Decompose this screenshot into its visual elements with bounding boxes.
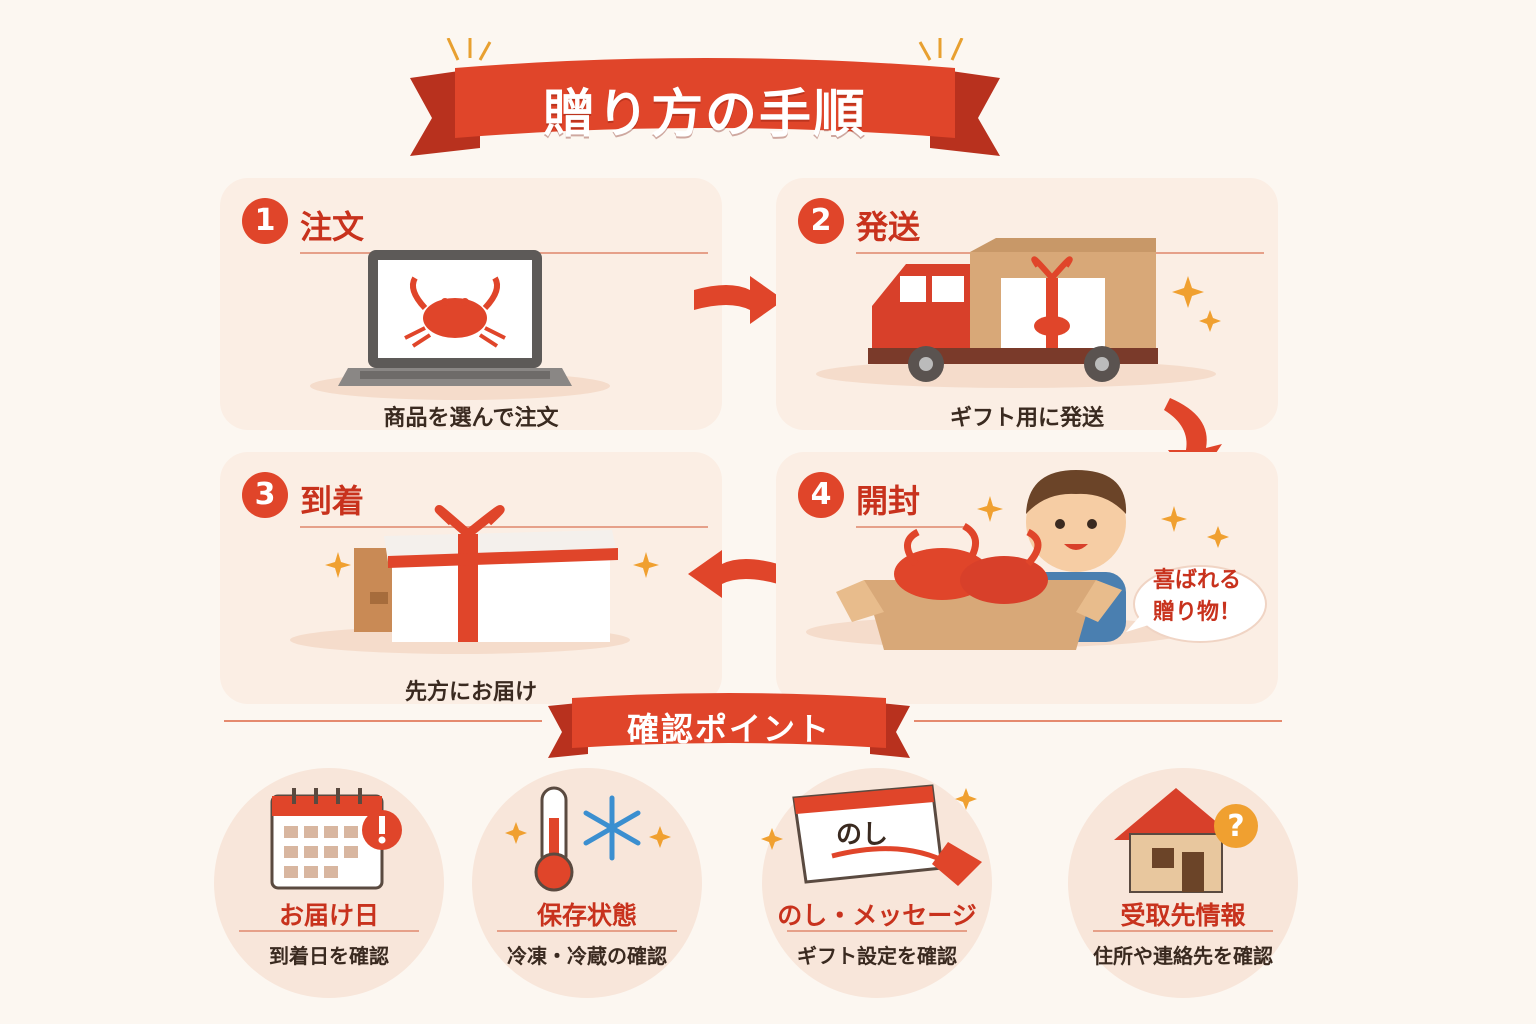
step-card-order: 1 注文 商品を選んで注文 (220, 178, 722, 431)
house-question-icon: ? (1114, 788, 1258, 893)
step-caption: 先方にお届け (404, 680, 537, 705)
step-caption: 商品を選んで注文 (383, 406, 559, 431)
step-header: 4 開封 (798, 472, 1258, 528)
checkpoint-desc: ギフト設定を確認 (797, 944, 957, 968)
checkpoint-bg (472, 768, 702, 998)
step-number: 3 (242, 472, 288, 518)
checkpoints-ribbon: 確認ポイント (548, 688, 910, 760)
checkpoint-divider (239, 930, 419, 932)
calendar-icon (270, 788, 402, 890)
step-title: 注文 (300, 208, 365, 246)
noshi-label: のし (836, 820, 889, 850)
checkpoint-desc: 住所や連絡先を確認 (1093, 944, 1273, 968)
checkpoint-title: のし・メッセージ (777, 901, 977, 930)
step-card-shipping: 2 発送 ギフト用に発送 (776, 178, 1278, 431)
checkpoint-title: 保存状態 (536, 901, 637, 930)
checkpoint-delivery-date: お届け日 到着日を確認 (204, 768, 454, 1008)
checkpoint-desc: 冷凍・冷蔵の確認 (507, 944, 667, 968)
checkpoint-noshi-message: のし のし・メッセージ ギフト設定を確認 (752, 768, 1002, 1008)
checkpoint-recipient-info: ? 受取先情報 住所や連絡先を確認 (1058, 768, 1308, 1008)
checkpoint-storage: 保存状態 冷凍・冷蔵の確認 (462, 768, 712, 1008)
title-ribbon: 贈り方の手順 (410, 38, 1000, 158)
checkpoint-divider (497, 930, 677, 932)
step-title: 開封 (856, 482, 921, 520)
speech-bubble (1126, 565, 1267, 643)
noshi-card-icon (761, 784, 982, 886)
step-divider (856, 526, 966, 528)
step-number: 4 (798, 472, 844, 518)
arrow-right-icon (694, 276, 784, 324)
checkpoints-title: 確認ポイント (626, 710, 831, 748)
step-divider (300, 526, 708, 528)
step-title: 到着 (300, 482, 365, 520)
laptop-crab-icon (310, 250, 610, 400)
section-divider-right (914, 720, 1282, 722)
step-number: 1 (242, 198, 288, 244)
arrow-left-icon (688, 550, 778, 598)
checkpoint-divider (1093, 930, 1273, 932)
checkpoint-divider (787, 930, 967, 932)
checkpoint-desc: 到着日を確認 (269, 944, 389, 968)
section-divider-left (224, 720, 542, 722)
happy-recipient-icon (806, 470, 1229, 650)
step-caption: ギフト用に発送 (949, 406, 1104, 431)
checkpoint-title: 受取先情報 (1120, 901, 1246, 930)
step-header: 3 到着 (242, 472, 708, 528)
gift-box-icon (290, 505, 659, 654)
speech-line-2: 贈り物！ (1152, 600, 1241, 625)
step-title: 発送 (856, 208, 921, 246)
svg-text:?: ? (1227, 809, 1244, 844)
speech-line-1: 喜ばれる (1152, 568, 1241, 593)
thermometer-snowflake-icon (505, 786, 671, 892)
checkpoint-title: お届け日 (278, 901, 379, 930)
ribbon-shape (410, 38, 1000, 156)
page-title: 贈り方の手順 (542, 85, 867, 145)
step-number: 2 (798, 198, 844, 244)
step-card-arrival: 3 到着 先方にお届け (220, 452, 722, 705)
delivery-truck-icon (816, 238, 1221, 388)
ribbon-shape (548, 693, 910, 758)
